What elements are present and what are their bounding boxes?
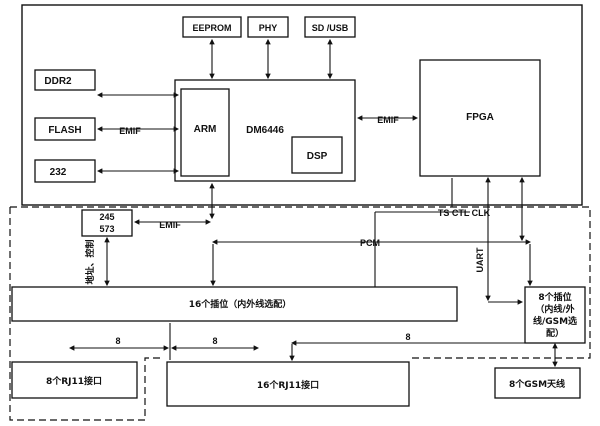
bus-8c-label: 8: [405, 332, 410, 342]
arm-label: ARM: [194, 124, 217, 135]
rj11-8-label: 8个RJ11接口: [46, 375, 102, 387]
rj11-8-block: [11, 361, 138, 399]
rj11-16-label: 16个RJ11接口: [257, 379, 319, 391]
ddr2-label: DDR2: [44, 76, 72, 87]
uart232-block: [34, 159, 96, 183]
slots8-label-2: （内线/外: [535, 303, 574, 315]
emif-latch-label: EMIF: [159, 220, 181, 230]
eeprom-label: EEPROM: [192, 23, 231, 33]
line-board-frame: [9, 206, 591, 421]
latch-top-label: 245: [99, 212, 114, 222]
gsm-antenna-block: [494, 367, 581, 399]
latch-bottom-label: 573: [99, 224, 114, 234]
ts-ctl-clk-label: TS CTL CLK: [438, 208, 491, 218]
slots8-block: [524, 286, 586, 344]
emif-flash-label: EMIF: [119, 126, 141, 136]
emif-fpga-label: EMIF: [377, 115, 399, 125]
slots8-label-4: 配）: [546, 328, 564, 339]
flash-block: [34, 117, 96, 141]
fpga-label: FPGA: [466, 112, 494, 123]
phy-block: [247, 16, 289, 38]
latch-block: [81, 209, 133, 237]
sdusb-block: [304, 16, 356, 38]
dm6446-label: DM6446: [246, 125, 284, 136]
eeprom-block: [182, 16, 242, 38]
uart-label: UART: [475, 247, 485, 272]
rj11-16-block: [166, 361, 410, 407]
gsm-antenna-label: 8个GSM天线: [509, 378, 565, 390]
bus-8a-label: 8: [115, 336, 120, 346]
slots16-block: [11, 286, 458, 322]
slots8-label-1: 8个插位: [538, 291, 571, 303]
dsp-label: DSP: [307, 151, 328, 162]
arm-core-block: [180, 88, 230, 177]
ddr2-block: [34, 69, 96, 91]
dsp-core-block: [291, 136, 343, 174]
addr-ctrl-label: 地址、控制: [84, 239, 96, 284]
bus-8b-label: 8: [212, 336, 217, 346]
slots16-label: 16个插位（内外线选配）: [189, 298, 292, 310]
sdusb-label: SD /USB: [312, 23, 349, 33]
main-board-frame: [21, 4, 583, 206]
flash-label: FLASH: [48, 125, 81, 136]
uart232-label: 232: [50, 167, 67, 178]
phy-label: PHY: [259, 23, 278, 33]
slots8-label-3: 线/GSM选: [533, 315, 577, 327]
pcm-label: PCM: [360, 238, 380, 248]
fpga-block: [419, 59, 541, 177]
